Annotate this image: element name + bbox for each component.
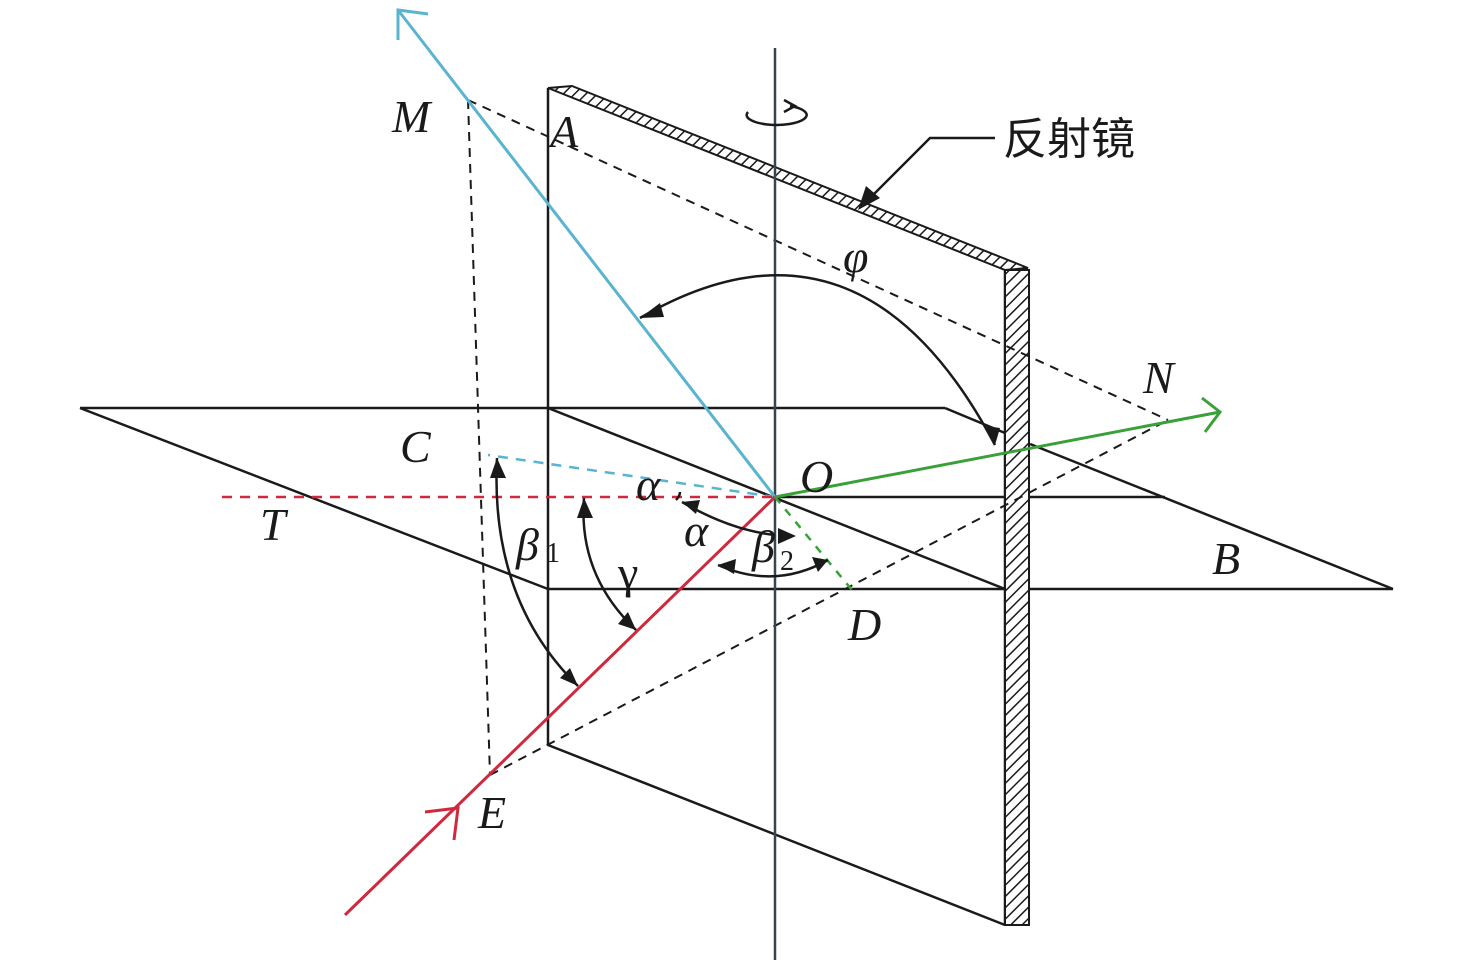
mirror-label: 反射镜 (1003, 114, 1135, 165)
angle-arrowheads (490, 303, 1000, 686)
label-N: N (1142, 352, 1176, 403)
label-beta2: β (751, 521, 775, 572)
label-phi: φ (843, 231, 868, 282)
label-beta2-sub: 2 (780, 546, 794, 577)
label-beta1: β (515, 519, 539, 570)
angle-arcs (495, 274, 997, 687)
label-M: M (391, 91, 433, 142)
mirror-label-leader (867, 136, 995, 201)
outgoing-ray (774, 396, 1223, 591)
label-alpha-low: α (684, 505, 709, 556)
label-A: A (547, 106, 579, 157)
reflected-ray (396, 8, 777, 499)
rotation-arrow-icon (745, 104, 808, 127)
horizontal-plane (79, 406, 1394, 591)
label-beta1-sub: 1 (546, 538, 560, 569)
incident-ray (222, 495, 777, 917)
mirror-plane (546, 88, 1007, 927)
label-B: B (1212, 533, 1240, 584)
label-D: D (847, 599, 881, 650)
label-gamma: γ (617, 547, 638, 598)
label-E: E (477, 787, 506, 838)
label-C: C (400, 421, 432, 472)
leader-arrowhead-icon (858, 186, 880, 210)
label-O: O (800, 451, 833, 502)
construction-lines (467, 99, 1169, 776)
mirror-edge-hatched (547, 84, 1030, 926)
label-T: T (260, 499, 289, 550)
label-alpha-top: α (636, 459, 661, 510)
